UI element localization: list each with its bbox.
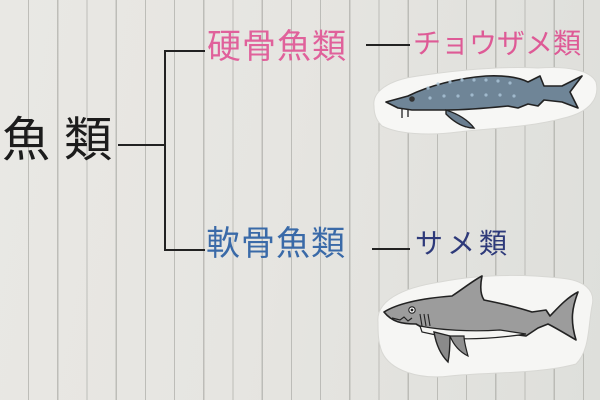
bracket-bottom-line [164, 249, 205, 251]
root-label-fish: 魚類 [2, 112, 127, 168]
bracket-vertical-line [164, 50, 166, 251]
sturgeon-icon [385, 75, 583, 129]
shark-illustration [377, 274, 594, 378]
bony-to-sturgeon-connector [366, 44, 410, 46]
branch-label-cartilaginous-fish: 軟骨魚類 [206, 224, 346, 264]
child-label-shark: サメ類 [415, 227, 512, 260]
sturgeon-illustration [373, 66, 598, 135]
bracket-top-line [164, 50, 205, 52]
branch-label-bony-fish: 硬骨魚類 [207, 27, 347, 67]
child-label-sturgeon: チョウザメ類 [413, 27, 582, 60]
root-connector-line [118, 144, 166, 146]
shark-icon [383, 275, 579, 364]
cartilaginous-to-shark-connector [372, 248, 410, 250]
